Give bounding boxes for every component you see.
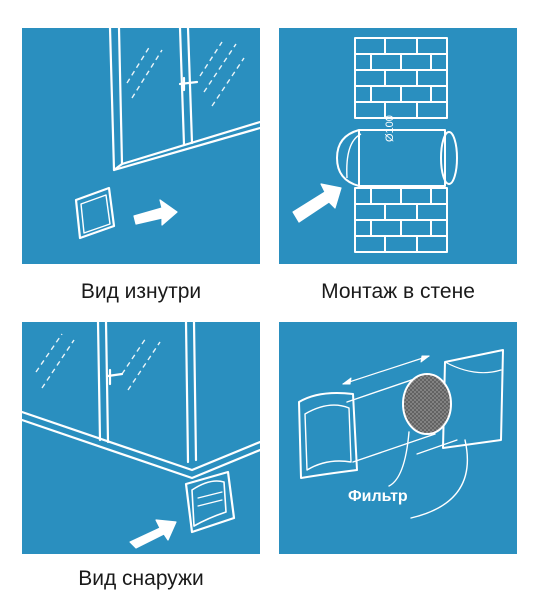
panel-assembly [279,322,517,554]
wall-mounting-illustration [292,37,458,253]
filter-label: Фильтр [348,488,408,505]
assembly-illustration [298,349,504,519]
outside-view-illustration [22,322,260,549]
filter-mesh [402,373,452,435]
diameter-label: Ø100 [384,115,396,142]
caption-inside-view: Вид изнутри [80,280,202,303]
panel-inside-view [22,28,260,264]
inside-view-illustration [74,28,260,240]
panel-wall-mounting [279,28,517,264]
panel-outside-view [22,322,260,554]
caption-outside-view: Вид снаружи [78,567,204,590]
caption-wall-mounting: Монтаж в стене [321,280,475,303]
